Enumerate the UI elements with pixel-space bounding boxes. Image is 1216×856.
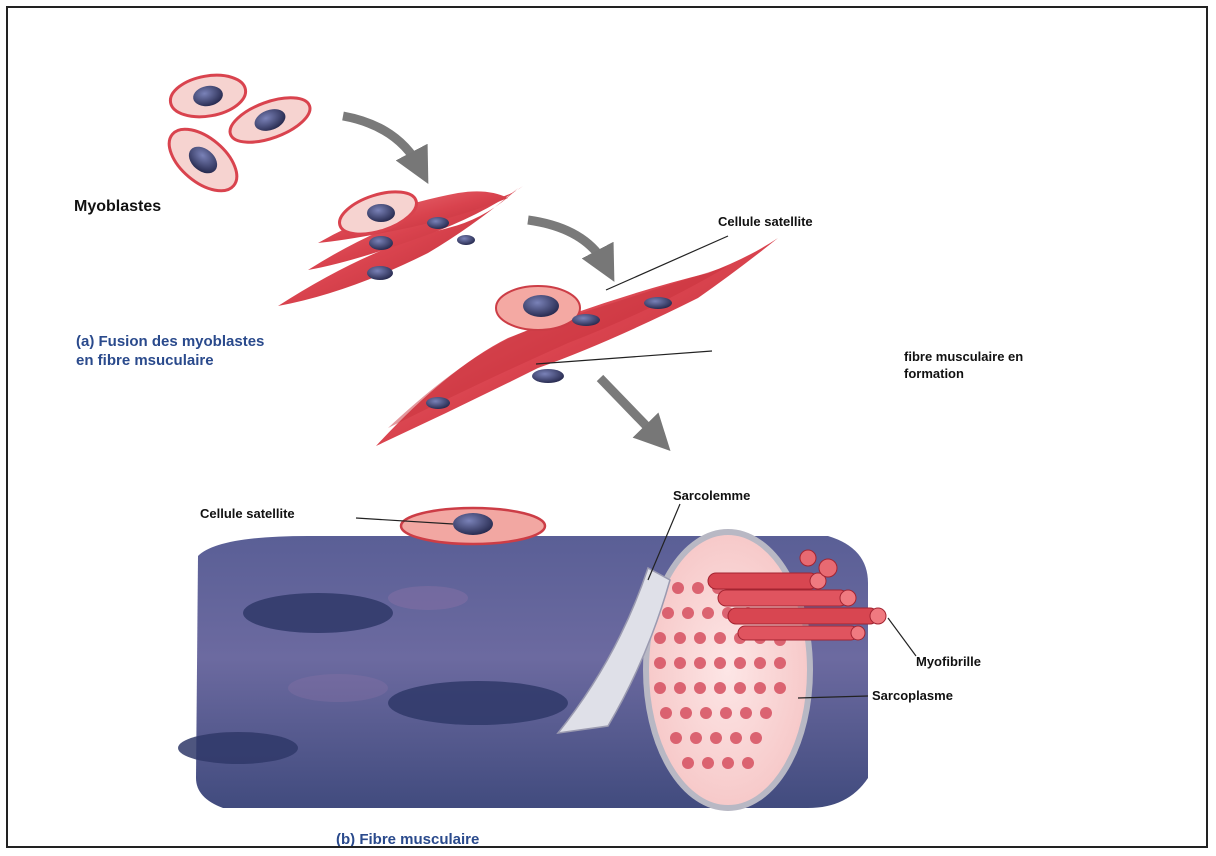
label-cellule-satellite-bottom: Cellule satellite [200, 506, 295, 522]
fusing-myoblasts [278, 184, 523, 306]
label-fibre-formation-line2: formation [904, 366, 964, 382]
myoblast-cluster [158, 70, 315, 203]
label-cellule-satellite-top: Cellule satellite [718, 214, 813, 230]
arrow-2 [528, 220, 606, 266]
caption-a-line1: (a) Fusion des myoblastes [76, 332, 264, 352]
label-myoblastes: Myoblastes [74, 197, 161, 217]
muscle-fiber [178, 508, 886, 808]
label-sarcoplasme: Sarcoplasme [872, 688, 953, 704]
figure-frame: Myoblastes Cellule satellite fibre muscu… [6, 6, 1208, 848]
arrow-3 [600, 378, 658, 438]
leader-myofibrille [888, 618, 916, 656]
arrow-1 [343, 116, 420, 168]
label-sarcolemme: Sarcolemme [673, 488, 750, 504]
caption-a-line2: en fibre msuculaire [76, 351, 214, 371]
label-fibre-formation-line1: fibre musculaire en [904, 349, 1023, 365]
caption-b: (b) Fibre musculaire [336, 830, 479, 848]
label-myofibrille: Myofibrille [916, 654, 981, 670]
forming-fiber [376, 238, 778, 446]
illustration [8, 8, 1208, 848]
